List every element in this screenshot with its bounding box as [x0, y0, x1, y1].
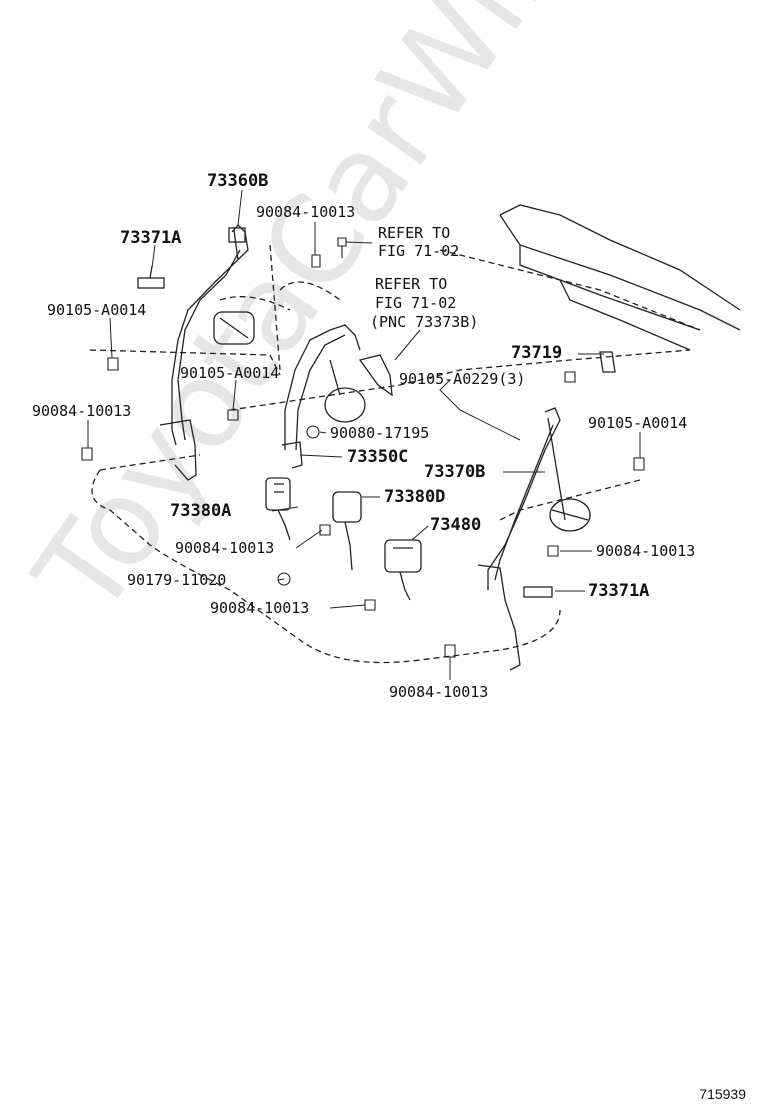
bolts [81, 237, 645, 658]
part-label-73360B: 73360B [207, 171, 269, 191]
part-label-73371A-left: 73371A [120, 228, 182, 248]
part-label-90105-A0014-left: 90105-A0014 [47, 301, 147, 319]
refer-note-2-line1: REFER TO [375, 275, 448, 293]
part-label-73380D: 73380D [384, 487, 446, 507]
part-label-73480: 73480 [430, 515, 482, 535]
seat-back-outline [499, 204, 741, 351]
part-label-90084-10013-bottom: 90084-10013 [389, 683, 489, 701]
part-label-90105-A0014-mid: 90105-A0014 [180, 364, 280, 382]
buckle-73480 [384, 539, 422, 601]
leader-lines [87, 189, 641, 680]
part-label-90084-10013-mid: 90084-10013 [175, 539, 275, 557]
part-label-90105-A0014-right: 90105-A0014 [588, 414, 688, 432]
refer-note-1-line1: REFER TO [378, 224, 451, 242]
part-label-73371A-right: 73371A [588, 581, 650, 601]
part-label-90084-10013-right: 90084-10013 [596, 542, 696, 560]
part-label-73380A: 73380A [170, 501, 232, 521]
center-belt-73350C [281, 324, 393, 469]
right-belt-73370B [477, 407, 591, 671]
refer-note-2-line2: FIG 71-02 [375, 294, 457, 312]
clip-73719 [599, 351, 616, 373]
part-label-73350C: 73350C [347, 447, 409, 467]
diagram-id: 715939 [699, 1086, 746, 1102]
left-belt-73360B [159, 224, 255, 481]
part-label-73370B: 73370B [424, 462, 486, 482]
bracket-73371A-left [137, 265, 165, 289]
part-label-90105-A0229: 90105-A0229(3) [399, 370, 526, 388]
refer-note-2-line3: (PNC 73373B) [370, 313, 479, 331]
part-label-90179-11020: 90179-11020 [127, 571, 227, 589]
part-label-73719: 73719 [511, 343, 563, 363]
part-label-90080-17195: 90080-17195 [330, 424, 430, 442]
bracket-73371A-right [523, 586, 553, 598]
refer-note-1-line2: FIG 71-02 [378, 242, 460, 260]
buckle-73380D [332, 491, 362, 571]
part-label-90084-10013-top: 90084-10013 [256, 203, 356, 221]
part-label-90084-10013-left: 90084-10013 [32, 402, 132, 420]
part-label-90084-10013-low: 90084-10013 [210, 599, 310, 617]
